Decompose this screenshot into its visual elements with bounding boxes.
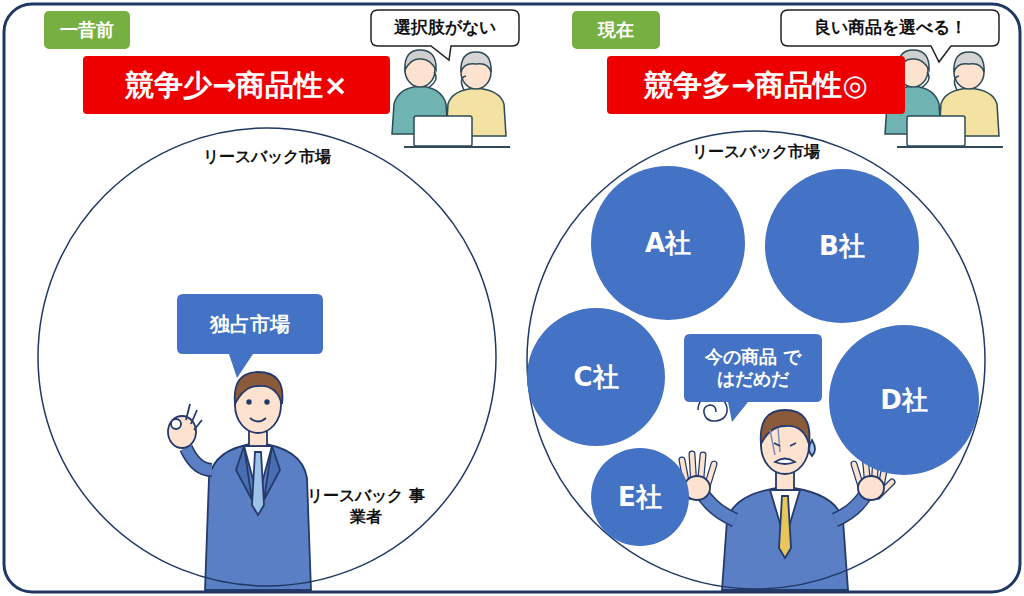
rect-shape bbox=[44, 11, 130, 49]
circle-shape bbox=[527, 131, 985, 589]
node-text: 選択肢がない bbox=[394, 17, 496, 38]
node-text: 一昔前 bbox=[60, 19, 114, 42]
speech-bubble: 独占市場 bbox=[177, 294, 323, 354]
speech-bubble: 良い商品を選べる！ bbox=[781, 10, 999, 46]
node-text: 現在 bbox=[598, 19, 634, 42]
bubble-shape bbox=[781, 10, 999, 62]
outer-frame bbox=[4, 4, 1020, 592]
headline-banner: 競争多→商品性◎ bbox=[607, 56, 905, 114]
circle-shape bbox=[527, 308, 665, 446]
era-tag: 現在 bbox=[572, 11, 660, 49]
era-tag: 一昔前 bbox=[44, 11, 130, 49]
node-text: D社 bbox=[880, 384, 928, 417]
speech-bubble: 選択肢がない bbox=[371, 10, 519, 46]
circle-shape bbox=[591, 166, 745, 320]
node-text: C社 bbox=[573, 361, 618, 394]
node-text: 独占市場 bbox=[210, 312, 290, 337]
rect-shape bbox=[83, 56, 390, 114]
company-circle: B社 bbox=[764, 168, 920, 324]
circle-outline bbox=[37, 127, 497, 587]
company-circle: E社 bbox=[590, 447, 690, 547]
node-text: A社 bbox=[645, 227, 691, 260]
bubble-shape bbox=[177, 294, 323, 378]
circle-shape bbox=[765, 169, 919, 323]
bubble-shape bbox=[684, 334, 822, 422]
circle-shape bbox=[829, 325, 979, 475]
node-text: 今の商品 ではだめだ bbox=[698, 346, 808, 391]
rect-shape bbox=[572, 11, 660, 49]
businessman-ok bbox=[168, 372, 311, 590]
node-text: 良い商品を選べる！ bbox=[814, 17, 967, 38]
circle-shape bbox=[38, 128, 496, 586]
market-circle: リースバック市場独占市場 bbox=[37, 127, 497, 587]
node-text: リースバック市場 bbox=[203, 147, 331, 167]
node-text: リースバック市場 bbox=[692, 142, 820, 162]
bubble-shape bbox=[371, 10, 519, 60]
elderly-couple bbox=[392, 50, 510, 147]
headline-banner: 競争少→商品性× bbox=[83, 56, 390, 114]
rect-shape bbox=[607, 56, 905, 114]
node-text: 競争少→商品性× bbox=[125, 67, 348, 103]
role-label: リースバック 事業者 bbox=[306, 486, 426, 528]
node-text: E社 bbox=[618, 481, 662, 514]
speech-bubble: 今の商品 ではだめだ bbox=[684, 334, 822, 402]
company-circle: A社 bbox=[590, 165, 746, 321]
node-text: 競争多→商品性◎ bbox=[644, 67, 868, 103]
circle-shape bbox=[591, 448, 689, 546]
node-text: B社 bbox=[819, 230, 865, 263]
company-circle: C社 bbox=[526, 307, 666, 447]
company-circle: D社 bbox=[828, 324, 980, 476]
market-circle: リースバック市場 A社 B社 C社 D社 E社 今の商品 ではだめだ bbox=[526, 130, 986, 590]
